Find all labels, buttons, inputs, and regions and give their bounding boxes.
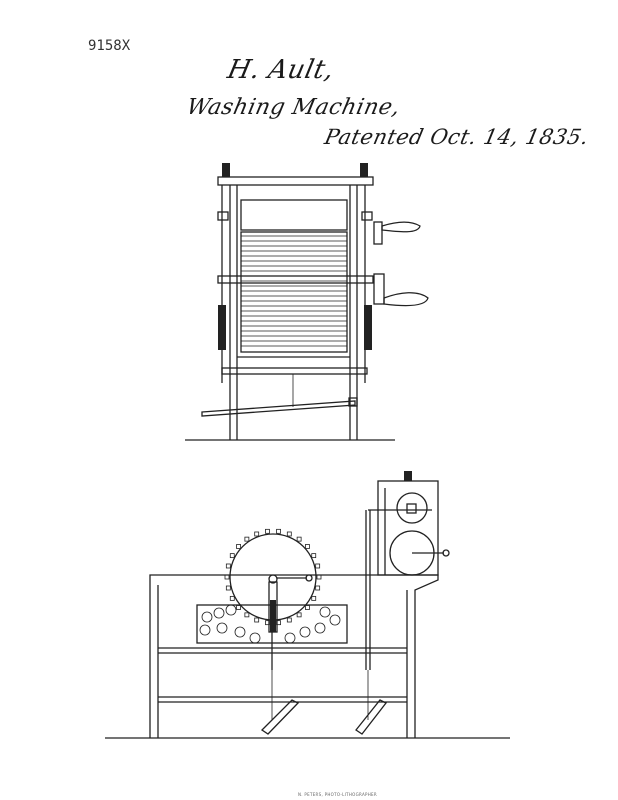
wheel-tooth xyxy=(265,528,270,534)
figure-side-view xyxy=(105,471,510,739)
washing-ball xyxy=(213,607,225,619)
wheel-tooth xyxy=(236,605,241,610)
wheel-tooth xyxy=(315,563,321,569)
wheel-tooth xyxy=(225,585,231,591)
washing-ball xyxy=(249,632,261,644)
wheel-tooth xyxy=(236,544,241,549)
wheel-tooth xyxy=(254,617,260,623)
washing-ball xyxy=(299,626,311,638)
patent-number: 9158X xyxy=(88,38,131,54)
wheel-tooth xyxy=(296,612,302,618)
wheel-tooth xyxy=(286,531,292,537)
wheel-tooth xyxy=(244,612,250,618)
wheel-tooth xyxy=(305,544,310,549)
wheel-tooth xyxy=(254,531,260,537)
wheel-tooth xyxy=(286,617,292,623)
wheel-tooth xyxy=(311,553,317,559)
washing-ball xyxy=(284,632,296,644)
wheel-tooth xyxy=(244,536,250,542)
wheel-tooth xyxy=(296,536,302,542)
washing-ball xyxy=(216,622,228,634)
washing-ball xyxy=(201,611,213,623)
wheel-tooth xyxy=(315,585,321,591)
washing-ball xyxy=(314,622,326,634)
washing-ball xyxy=(319,606,331,618)
washing-ball xyxy=(199,624,211,636)
wheel-tooth xyxy=(229,595,235,601)
washing-ball xyxy=(234,626,246,638)
wheel-tooth xyxy=(305,605,310,610)
washing-ball xyxy=(329,614,341,626)
wheel-tooth xyxy=(224,574,230,580)
wheel-tooth xyxy=(311,595,317,601)
wheel-tooth xyxy=(229,553,235,559)
washing-ball xyxy=(225,604,237,616)
lithographer-imprint: N. PETERS, PHOTO-LITHOGRAPHER xyxy=(298,792,377,797)
figure-front-view xyxy=(185,163,429,441)
wheel-tooth xyxy=(225,563,231,569)
wheel-tooth xyxy=(276,528,281,534)
wheel-tooth xyxy=(316,574,322,580)
